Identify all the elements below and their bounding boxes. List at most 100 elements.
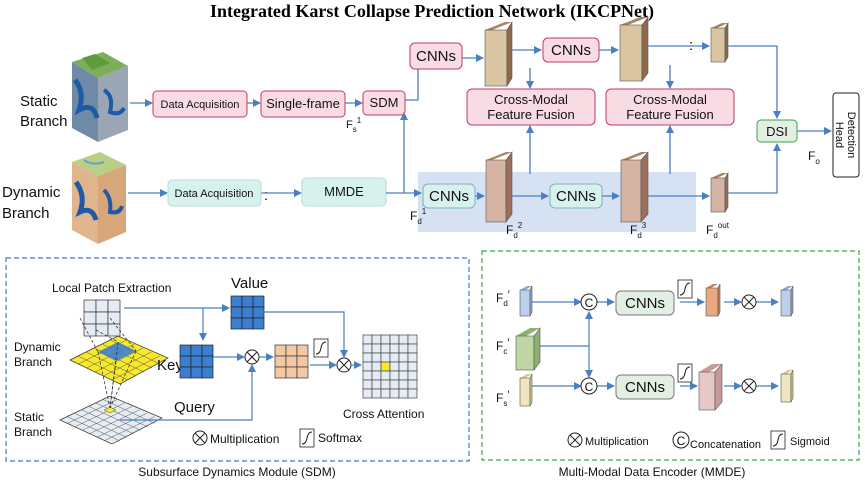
fd-prime-label: Fd′ — [496, 289, 510, 308]
fc-prime-label: Fc′ — [496, 337, 509, 356]
svg-text:C: C — [585, 380, 594, 394]
value-cell — [230, 317, 243, 330]
cross-attention-cell — [380, 361, 391, 372]
mmde-legend-sigmoid-icon — [770, 430, 786, 450]
cross-attention-cell — [380, 379, 391, 390]
cross-attention-label: Cross Attention — [343, 407, 424, 421]
local-patch-label: Local Patch Extraction — [52, 281, 171, 295]
fs-prime-block — [519, 373, 533, 407]
fd2-feature-map — [485, 151, 513, 223]
sdm-mult-circle-1 — [244, 349, 260, 365]
value-cell — [241, 295, 254, 308]
sdm-panel-caption: Subsurface Dynamics Module (SDM) — [138, 465, 335, 479]
static-branch-label-1: Static — [20, 93, 58, 110]
cross-attention-cell — [380, 388, 391, 399]
value-grid — [230, 295, 265, 330]
patch-cell — [95, 323, 109, 337]
fd2-label: Fd2 — [506, 221, 523, 240]
fc-prime-block — [515, 327, 541, 371]
cross-attention-cell — [398, 343, 409, 354]
sdm-dynamic-label-1: Dynamic — [14, 340, 61, 354]
detection-head-box — [832, 92, 860, 178]
key-cell — [190, 366, 203, 379]
diagram-title: Integrated Karst Collapse Prediction Net… — [210, 1, 654, 22]
static-data-acquisition-box — [152, 90, 248, 118]
key-cell — [179, 344, 192, 357]
local-patch-grid — [83, 299, 121, 337]
cross-attention-cell — [362, 352, 373, 363]
attention-cell — [285, 355, 298, 368]
bottom-cnns-label-2: CNNs — [556, 188, 596, 205]
mmde-panel-border — [481, 250, 860, 461]
patch-cell — [83, 311, 97, 325]
mmde-cnns-box-1 — [615, 290, 675, 316]
cross-attention-cell — [389, 370, 400, 381]
cross-attention-cell — [407, 388, 418, 399]
value-label: Value — [231, 275, 268, 292]
fdout-feature-map — [710, 171, 729, 214]
value-cell — [252, 317, 265, 330]
cmff-2-line2: Feature Fusion — [626, 107, 713, 122]
cross-attention-cell — [380, 370, 391, 381]
mmde-cnns-box-2 — [615, 374, 675, 400]
single-frame-label: Single-frame — [266, 96, 340, 111]
cross-attention-cell — [407, 379, 418, 390]
cross-attention-cell — [371, 334, 382, 345]
cross-attention-cell — [389, 334, 400, 345]
patch-cell — [107, 311, 121, 325]
attention-cell — [296, 344, 309, 357]
value-cell — [241, 317, 254, 330]
concat-circle-1: C — [580, 293, 598, 311]
cross-attention-cell — [380, 334, 391, 345]
sdm-static-label-2: Branch — [14, 425, 52, 439]
cross-attention-cell — [407, 361, 418, 372]
sdm-static-label-1: Static — [14, 410, 44, 424]
cross-attention-cell — [398, 334, 409, 345]
cross-attention-cell — [398, 379, 409, 390]
cross-attention-cell — [398, 370, 409, 381]
top-feature-map-1 — [484, 20, 513, 88]
key-label: Key — [157, 357, 183, 374]
top-cnns-label-2: CNNs — [551, 42, 591, 59]
sdm-label: SDM — [370, 95, 399, 110]
dynamic-data-acquisition-label: Data Acquisition — [175, 188, 254, 200]
cross-attention-cell — [389, 388, 400, 399]
cross-attention-cell — [398, 388, 409, 399]
plane-grid-line — [74, 402, 125, 428]
plane-grid-line — [88, 406, 141, 431]
top-feature-map-2 — [619, 16, 649, 82]
cross-attention-cell — [389, 352, 400, 363]
cross-attention-cell — [407, 343, 418, 354]
softmax-icon — [313, 338, 329, 358]
patch-cell — [107, 299, 121, 313]
plane-grid-line — [95, 402, 148, 428]
top-cnns-label-1: CNNs — [416, 48, 456, 65]
patch-cell — [83, 323, 97, 337]
cmff-1-line2: Feature Fusion — [487, 107, 574, 122]
mmde-mult-circle-1 — [741, 294, 757, 310]
attention-cell — [274, 355, 287, 368]
cross-attention-cell — [362, 334, 373, 345]
cross-attention-cell — [389, 343, 400, 354]
key-cell — [190, 344, 203, 357]
cross-attention-cell — [371, 343, 382, 354]
cmff-2-line1: Cross-Modal — [633, 92, 707, 107]
cross-attention-cell — [398, 361, 409, 372]
attention-cell — [285, 344, 298, 357]
dsi-label: DSI — [766, 124, 788, 139]
value-cell — [230, 295, 243, 308]
key-cell — [201, 366, 214, 379]
single-frame-box — [260, 90, 346, 118]
cross-attention-cell — [371, 370, 382, 381]
query-label: Query — [174, 399, 215, 416]
plane-grid-line — [74, 412, 127, 438]
patch-cell — [95, 299, 109, 313]
static-data-acquisition-label: Data Acquisition — [161, 99, 240, 111]
patch-cell — [83, 299, 97, 313]
svg-text:C: C — [585, 296, 594, 310]
sdm-panel-border — [5, 257, 470, 462]
arrow-feat3-to-dsi — [728, 45, 781, 119]
fdout-label: Fdout — [706, 221, 730, 240]
arrow-fdout-to-dsi — [728, 143, 781, 194]
fo-label: Fo — [808, 149, 820, 166]
